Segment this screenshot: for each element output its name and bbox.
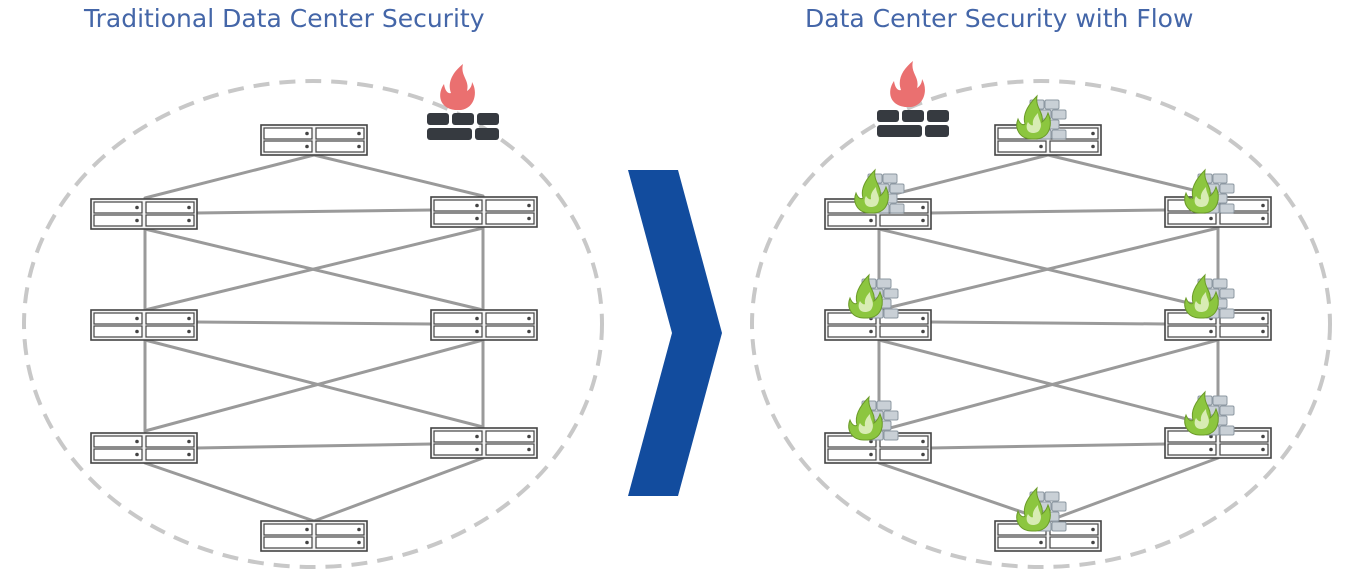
distributed-firewall-icon [1184,169,1235,214]
links-traditional [143,153,485,523]
distributed-firewall-icon [854,169,905,214]
server-switch-icon [260,124,368,156]
server-switch-icon [430,309,538,341]
distributed-firewall-icon [1016,95,1067,140]
server-switch-icon [260,520,368,552]
distributed-firewall-icon [848,396,899,441]
perimeter-with-flow [750,79,1332,569]
server-switch-icon [430,427,538,459]
server-switch-icon [90,432,198,464]
distributed-firewall-icon [1184,274,1235,319]
firewall-icon [427,64,499,140]
distributed-firewall-icon [1016,487,1067,532]
distributed-firewall-icon [1184,391,1235,436]
title-with-flow: Data Center Security with Flow [805,4,1194,33]
perimeter-traditional [22,79,604,569]
distributed-firewall-icon [848,274,899,319]
chevron-right-icon [628,170,722,496]
title-traditional: Traditional Data Center Security [84,4,485,33]
server-switch-icon [90,309,198,341]
server-switch-icon [90,198,198,230]
server-switch-icon [430,196,538,228]
links-with-flow [877,153,1220,523]
firewall-icon [877,61,949,137]
